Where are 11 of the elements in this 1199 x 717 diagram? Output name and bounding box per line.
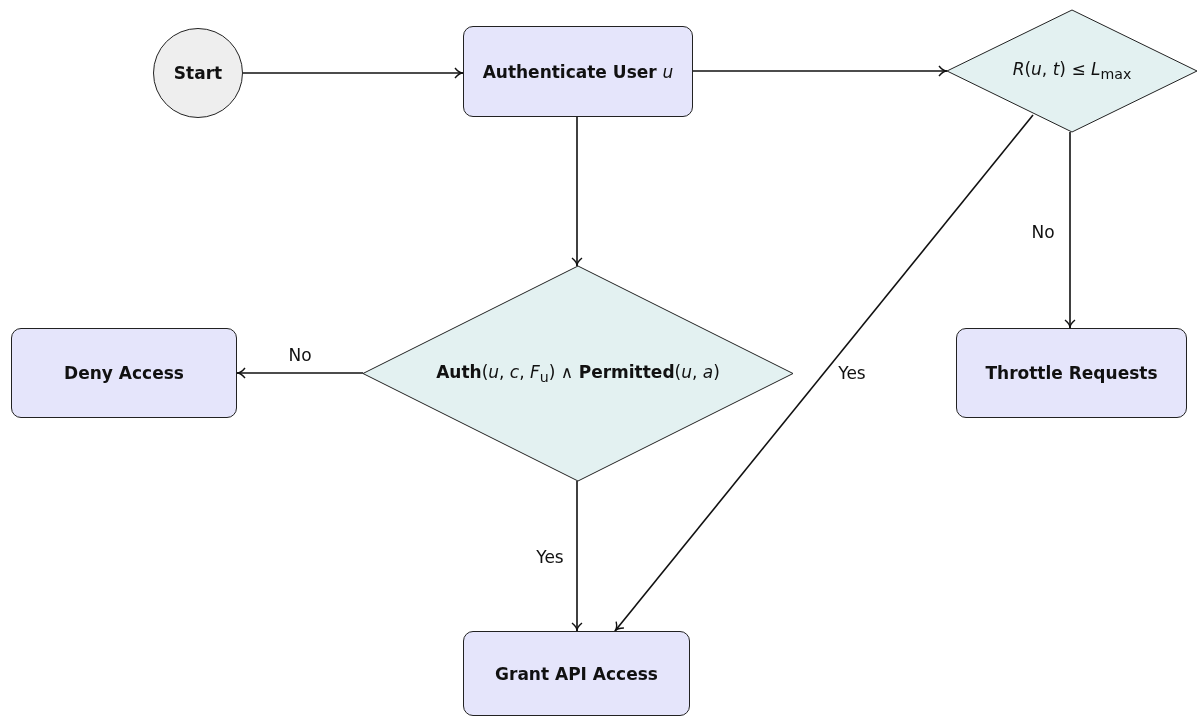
process-box bbox=[463, 26, 693, 117]
node-label: R(u, t) ≤ L$_{max}$ bbox=[1012, 59, 1132, 83]
node-label: Throttle Requests bbox=[985, 363, 1158, 383]
node-label: Start bbox=[173, 63, 223, 83]
process-box bbox=[463, 631, 690, 716]
node-label: Deny Access bbox=[64, 363, 184, 383]
process-box bbox=[11, 328, 237, 418]
node-label: Authenticate User u bbox=[482, 61, 674, 82]
node-label: Grant API Access bbox=[495, 663, 658, 684]
process-box bbox=[956, 328, 1187, 418]
node-label: Auth(u, c, F$_{u}$) ∧ Permitted(u, a) bbox=[436, 361, 720, 386]
